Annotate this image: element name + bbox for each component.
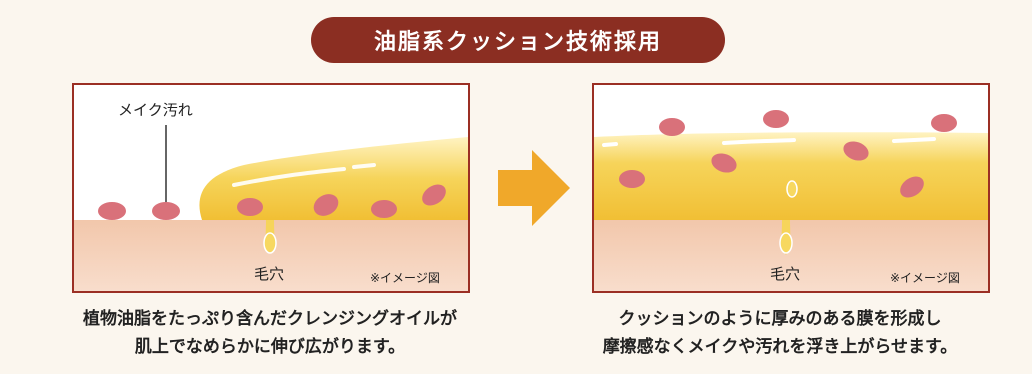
image-note: ※イメージ図 [370, 271, 440, 285]
left-caption-line1: 植物油脂をたっぷり含んだクレンジングオイルが [83, 309, 457, 329]
makeup-dirt [931, 114, 957, 132]
right-caption-line2: 摩擦感なくメイクや汚れを浮き上がらせます。 [602, 337, 958, 357]
pore-label: 毛穴 [770, 265, 801, 283]
makeup-dirt [237, 198, 263, 216]
left-caption: 植物油脂をたっぷり含んだクレンジングオイルが 肌上でなめらかに伸び広がります。 [28, 305, 512, 361]
left-caption-line2: 肌上でなめらかに伸び広がります。 [134, 337, 406, 357]
makeup-dirt [659, 118, 685, 136]
left-illustration [74, 125, 468, 291]
makeup-dirt [619, 170, 645, 188]
makeup-dirt [313, 194, 339, 216]
makeup-dirt [711, 153, 737, 173]
title-text: 油脂系クッション技術採用 [373, 30, 662, 55]
makeup-dirt [900, 176, 924, 198]
makeup-dirt [152, 202, 180, 220]
arrow-right-icon [498, 150, 570, 226]
makeup-dirt [763, 110, 789, 128]
right-illustration-panel: 毛穴 ※イメージ図 [592, 83, 990, 293]
makeup-dirt-label: メイク汚れ [118, 101, 193, 119]
makeup-dirt [843, 141, 869, 161]
left-illustration-panel: メイク汚れ 毛穴 ※イメージ図 [72, 83, 470, 293]
makeup-dirt [98, 202, 126, 220]
pore-label: 毛穴 [254, 265, 285, 283]
title-banner: 油脂系クッション技術採用 [311, 17, 725, 63]
oil-layer [199, 137, 468, 220]
makeup-dirt [371, 200, 397, 218]
image-note: ※イメージ図 [890, 271, 960, 285]
oil-layer [594, 132, 988, 220]
right-caption: クッションのように厚みのある膜を形成し 摩擦感なくメイクや汚れを浮き上がらせます… [540, 305, 1020, 361]
skin-layer [594, 220, 988, 291]
makeup-dirt [422, 184, 446, 206]
right-illustration [594, 110, 988, 291]
right-caption-line1: クッションのように厚みのある膜を形成し [618, 309, 942, 329]
